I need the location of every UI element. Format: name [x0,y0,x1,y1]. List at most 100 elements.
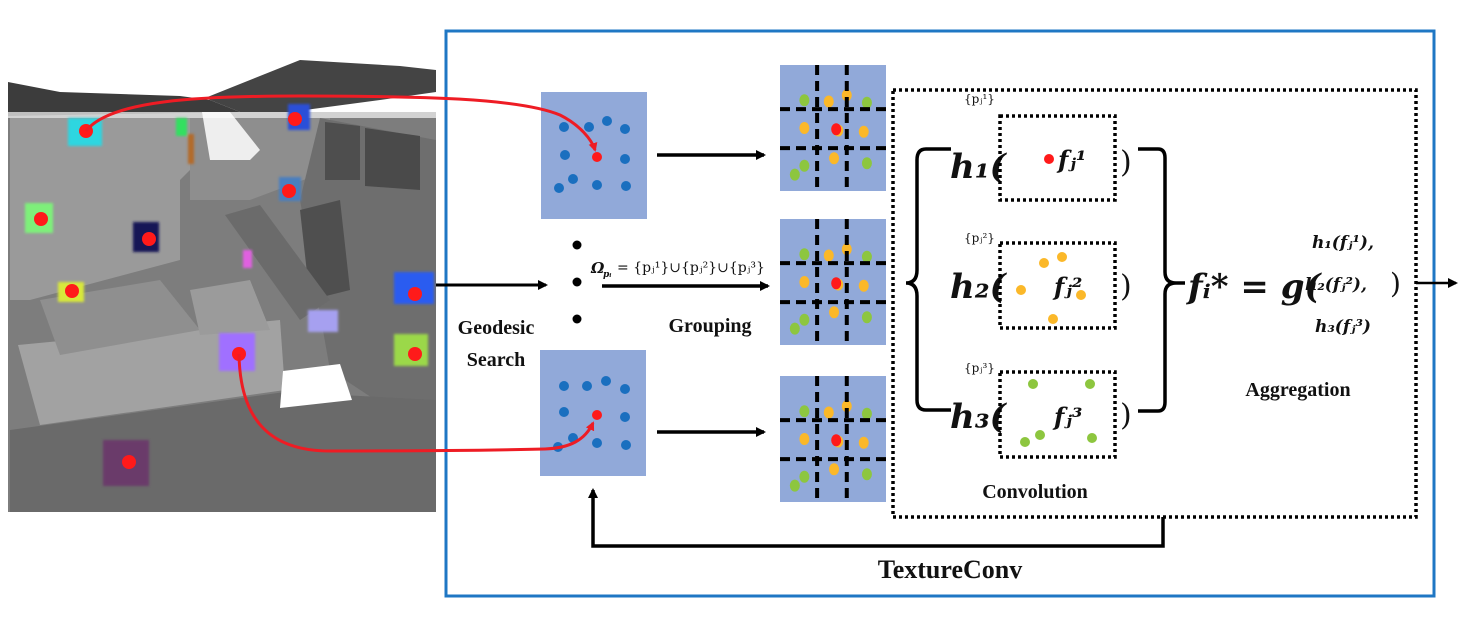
textureconv-title: TextureConv [878,555,1022,584]
ring1-point [861,311,872,324]
scene-counter [225,205,330,320]
sample-point [282,184,296,198]
set-label-3: {pⱼ³} [964,361,995,375]
patch-magenta [243,250,252,268]
center-dot [592,152,602,162]
neighbor-dot [592,180,602,190]
aggregation-h2: h₂(fⱼ²), [1305,275,1367,295]
aggregation-lhs: fᵢ* = g( [1186,267,1322,307]
grouping-grids [780,65,886,502]
neighborhood-box-3 [998,370,1117,459]
sample-point [122,455,136,469]
scene-image [8,60,436,512]
convolution-aggregation-box [891,88,1418,519]
neighbor-dot [560,150,570,160]
center-point [831,123,842,136]
omega-rhs: = {pⱼ¹}∪{pⱼ²}∪{pⱼ³} [617,260,765,276]
feedback-loop-arrow [588,488,1165,548]
h3-function: h₃( [950,397,1008,437]
ring1-feature-dot [1020,437,1030,447]
ring2-point [799,433,810,445]
ring2-point [823,406,834,419]
search-panel-bottom [540,350,646,476]
neighborhood-box-2 [998,241,1117,330]
ring2-feature-dot [1016,285,1026,295]
neighbor-dot [601,376,611,386]
ring2-point [858,125,869,138]
feature-f2: fⱼ² [1052,272,1082,301]
neighbor-dot [621,181,631,191]
ring1-point [861,250,872,263]
set-label-2: {pⱼ²} [964,231,995,245]
neighbor-dot [554,183,564,193]
ring1-point [799,470,810,483]
scene-ceiling-right [205,60,436,112]
scene-floor-hole [280,364,352,408]
scene-armchair [190,280,270,335]
split-brace [905,147,951,412]
ring2-point [858,436,869,449]
ring2-point [829,152,840,165]
ring1-point [799,159,810,172]
ring1-point [789,168,800,181]
feature-f1: fⱼ¹ [1056,145,1086,174]
ellipsis-dot [572,240,582,250]
ring2-point [841,243,852,256]
neighbor-dot [620,384,630,394]
sample-point [65,284,79,298]
grouping-label: Grouping [669,315,752,337]
omega-subscript: pᵢ [603,270,611,280]
ring2-feature-dot [1039,258,1049,268]
neighbor-dot [582,381,592,391]
ring2-point [829,463,840,476]
grid-panel [780,65,886,191]
ring2-point [858,279,869,292]
h2-function: h₂( [950,267,1008,307]
set-label-1: {pⱼ¹} [964,92,995,106]
scene-cabinet-lower [300,200,350,300]
omega-symbol: Ω [590,259,605,277]
h1-close-paren: ) [1120,145,1132,180]
geodesic-curve-top [84,94,598,152]
grid-panel [780,376,886,502]
ring1-point [789,479,800,492]
geodesic-search-label-line2: Search [467,349,526,371]
ring2-point [799,122,810,134]
neighborhood-box-1 [998,114,1117,202]
neighbor-dot [602,116,612,126]
ring2-point [829,306,840,319]
h3-close-paren: ) [1120,398,1132,433]
ring1-point [861,407,872,420]
center-point [831,277,842,290]
center-point [831,434,842,447]
ring2-feature-dot [1076,290,1086,300]
omega-equation: Ω pᵢ = {pⱼ¹}∪{pⱼ²}∪{pⱼ³} [590,259,765,280]
ring1-feature-dot [1087,433,1097,443]
ring1-point [799,405,810,418]
center-feature-dot [1044,154,1054,164]
sample-point [34,212,48,226]
scene-window-opening [202,112,260,160]
scene-cabinet-upper-2 [365,128,420,190]
neighbor-dot [584,122,594,132]
neighbor-dot [559,381,569,391]
h1-function: h₁( [950,147,1008,187]
ring2-point [823,249,834,262]
ring1-point [861,157,872,170]
geodesic-curve-bottom [237,353,595,453]
ring2-point [823,95,834,108]
h2-close-paren: ) [1120,269,1132,304]
ring2-feature-dot [1048,314,1058,324]
search-panel-top [541,92,647,219]
aggregation-close-paren: ) [1390,267,1401,300]
textureconv-frame [444,29,1436,598]
ring1-point [799,313,810,326]
patch-lavender [308,310,338,332]
ring1-point [789,322,800,335]
ring1-point [861,96,872,109]
ring1-feature-dot [1035,430,1045,440]
sample-point [408,287,422,301]
patch-orange [188,134,194,164]
ring1-feature-dot [1028,379,1038,389]
